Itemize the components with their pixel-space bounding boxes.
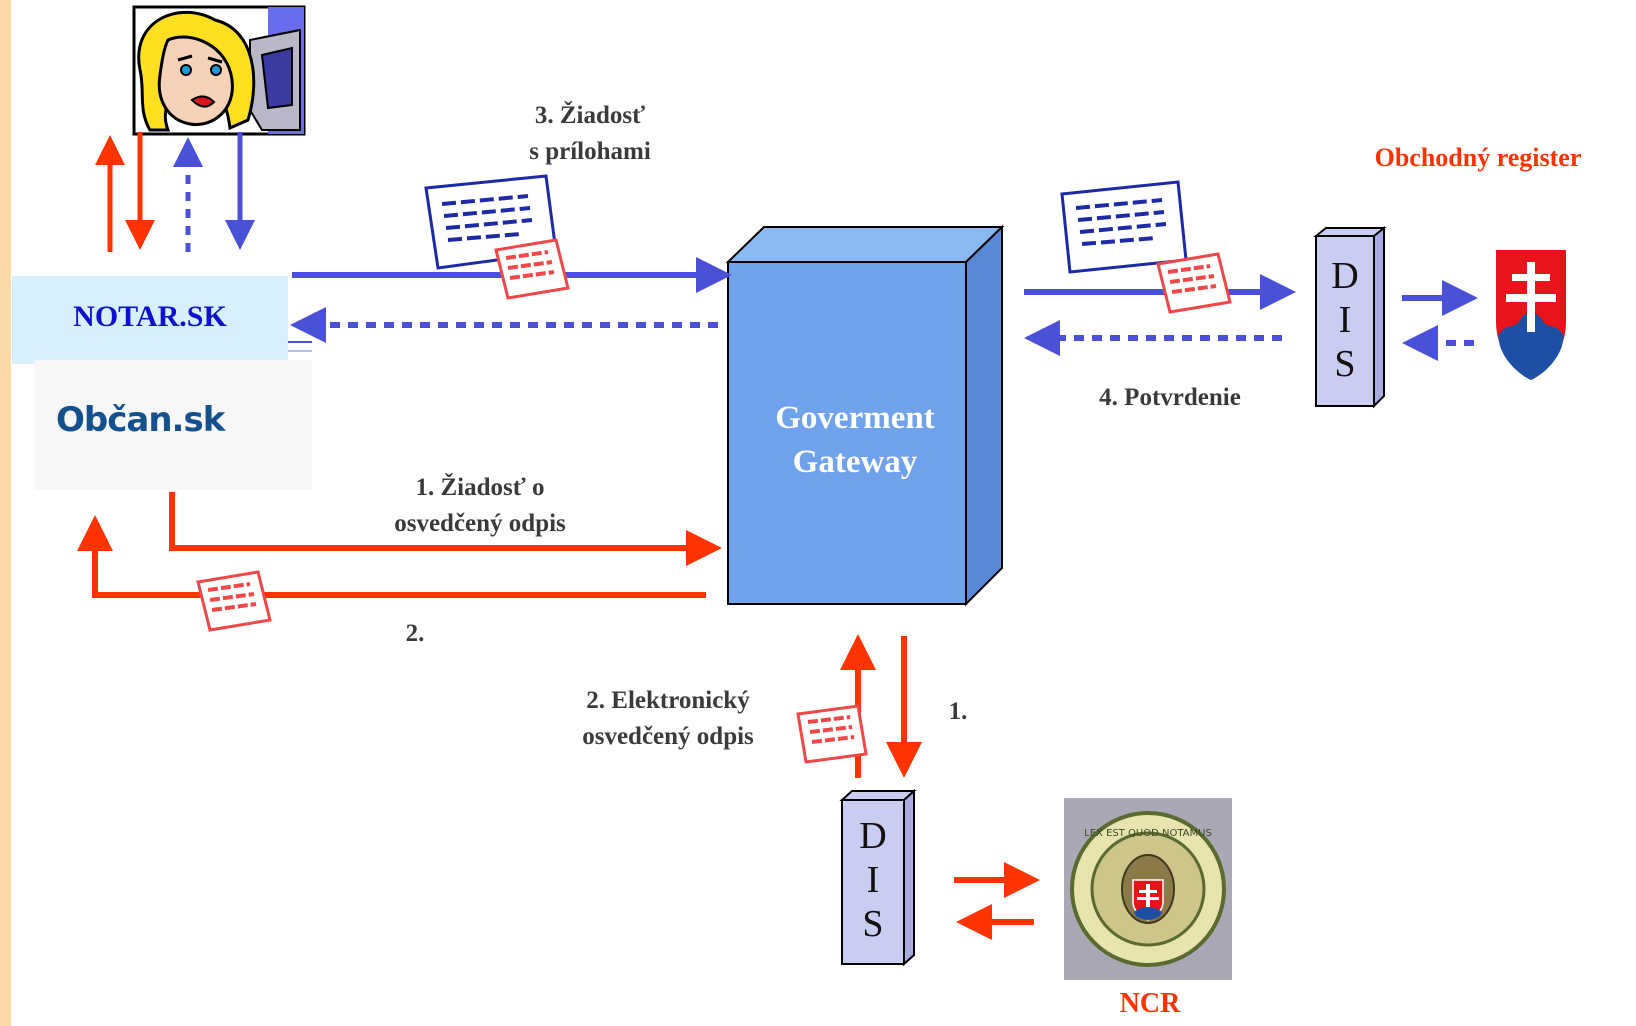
dis-box-right [1313, 225, 1387, 409]
step2e-label: 2. Elektronický osvedčený odpis [548, 683, 788, 755]
seal-motto-text: LEX EST QUOD NOTAMUS [1084, 828, 1212, 839]
dis-box-bottom [839, 788, 917, 967]
gateway-box [725, 224, 1005, 607]
ncr-title: NCR [1119, 988, 1181, 1019]
dis-right-letter-d: D [1331, 255, 1359, 297]
step1-label-line2: osvedčený odpis [394, 510, 566, 537]
document-icon-red-right [1156, 252, 1232, 314]
dis-bottom-letter-i: I [866, 859, 880, 901]
document-icon-blue-right [1060, 180, 1188, 274]
slovak-coat-of-arms-icon [1496, 250, 1566, 380]
dis-bottom-letter-s: S [862, 903, 884, 945]
obcan-label: Občan.sk [56, 400, 225, 440]
dis-bottom-letter-d: D [859, 815, 887, 857]
step1-label: 1. Žiadosť o osvedčený odpis [350, 470, 610, 542]
left-strip [0, 0, 11, 1026]
step1b-label: 1. [948, 698, 968, 725]
user-clipart-icon [132, 5, 306, 136]
dis-bottom-label: D I S [842, 814, 904, 946]
ncr-seal-icon [1064, 798, 1232, 980]
step2e-label-line2: osvedčený odpis [582, 723, 754, 750]
step1-label-line1: 1. Žiadosť o [415, 474, 545, 501]
document-icon-red-bottom-left [196, 570, 272, 632]
step3-label-line2: s prílohami [529, 138, 651, 165]
document-icon-red-left [494, 238, 570, 300]
document-icon-red-bottom [796, 704, 868, 764]
step3-label-line1: 3. Žiadosť [534, 102, 646, 129]
dis-right-letter-s: S [1334, 343, 1356, 385]
dis-right-letter-i: I [1338, 299, 1352, 341]
step2e-label-line1: 2. Elektronický [586, 687, 750, 714]
step3-label: 3. Žiadosť s prílohami [480, 98, 700, 170]
registry-title: Obchodný register [1374, 143, 1582, 172]
arrow-request-from-obcan [169, 492, 722, 566]
dis-right-label: D I S [1316, 254, 1374, 386]
gateway-title-line1: Goverment [775, 400, 935, 436]
step2-label: 2. [405, 620, 425, 647]
notar-label: NOTAR.SK [73, 300, 227, 333]
gateway-title-line2: Gateway [792, 444, 918, 480]
notar-box[interactable]: NOTAR.SK [12, 276, 288, 364]
obcan-box[interactable]: Občan.sk [34, 360, 312, 490]
arrow-copy-to-obcan [77, 515, 706, 598]
gateway-title: Goverment Gateway [730, 396, 980, 484]
step4-label: 4. Potvrdenie [1099, 384, 1241, 411]
